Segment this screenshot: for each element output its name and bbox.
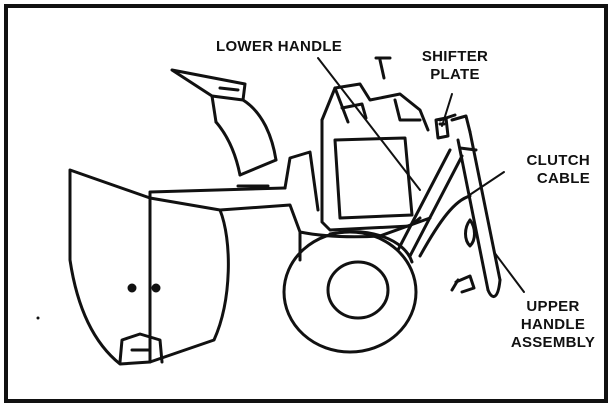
label-shifter-plate-line-1: SHIFTER	[421, 48, 489, 65]
diagram-border	[4, 4, 608, 403]
clutch-cable	[418, 194, 472, 258]
label-upper-handle-assembly-line-2: HANDLE	[520, 316, 586, 333]
discharge-chute	[170, 68, 278, 177]
label-clutch-cable-line-1: CLUTCH	[526, 152, 590, 169]
stray-mark	[36, 316, 40, 320]
label-shifter-plate-line-2: PLATE	[430, 66, 480, 83]
leader-lower-handle	[317, 57, 421, 191]
shifter-plate	[434, 116, 450, 140]
label-upper-handle-assembly: UPPER HANDLE ASSEMBLY	[498, 298, 608, 352]
leader-shifter-plate	[441, 93, 453, 127]
label-upper-handle-assembly-line-1: UPPER	[526, 298, 580, 315]
label-clutch-cable: CLUTCH CABLE	[500, 152, 590, 188]
wheel	[282, 230, 418, 354]
upper-handle-assembly	[450, 114, 502, 299]
label-upper-handle-assembly-line-3: ASSEMBLY	[510, 334, 596, 351]
label-shifter-plate: SHIFTER PLATE	[415, 48, 495, 84]
leader-upper-handle	[493, 251, 525, 293]
label-lower-handle: LOWER HANDLE	[216, 38, 343, 55]
lower-handle	[396, 113, 464, 258]
leader-clutch-cable	[467, 171, 505, 197]
auger-housing	[68, 168, 287, 366]
label-clutch-cable-line-2: CABLE	[536, 170, 590, 187]
engine	[320, 56, 430, 232]
